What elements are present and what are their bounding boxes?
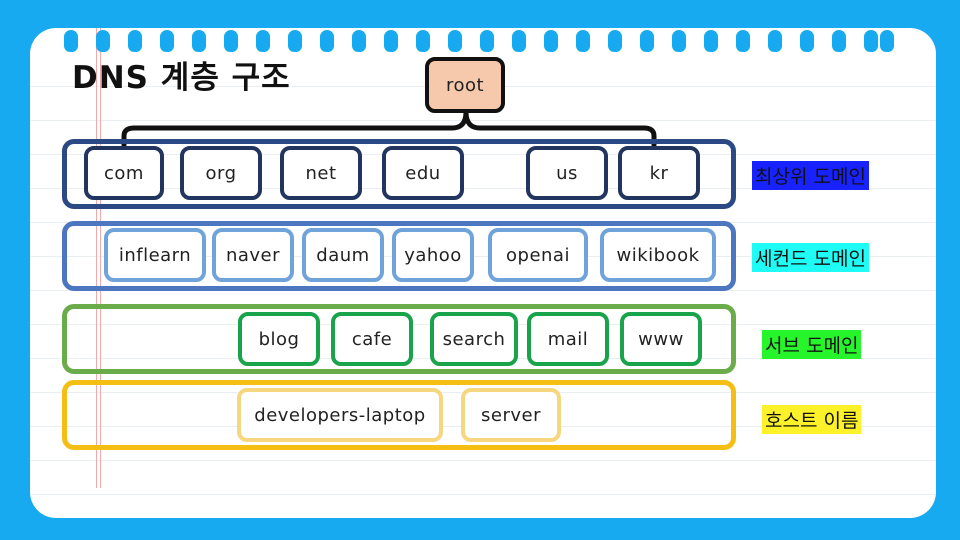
root-node: root	[425, 57, 505, 113]
sub-node-blog: blog	[238, 312, 320, 366]
sld-node-openai: openai	[488, 228, 588, 282]
tld-node-com: com	[84, 146, 164, 200]
host-node-developers-laptop: developers-laptop	[237, 388, 443, 442]
sld-node-naver: naver	[212, 228, 294, 282]
tld-level-band	[62, 139, 736, 209]
sub-node-search: search	[430, 312, 518, 366]
sld-node-yahoo: yahoo	[392, 228, 474, 282]
tld-node-net: net	[280, 146, 362, 200]
sld-level-label: 세컨드 도메인	[752, 243, 869, 272]
sub-node-www: www	[620, 312, 702, 366]
sub-node-cafe: cafe	[331, 312, 413, 366]
sld-node-wikibook: wikibook	[600, 228, 716, 282]
host-level-label: 호스트 이름	[762, 405, 862, 434]
page-title: DNS 계층 구조	[72, 60, 291, 96]
binder-holes	[0, 28, 960, 54]
host-node-server: server	[461, 388, 561, 442]
tld-node-edu: edu	[382, 146, 464, 200]
tld-node-kr: kr	[618, 146, 700, 200]
margin-line	[96, 28, 101, 488]
tld-level-label: 최상위 도메인	[752, 161, 869, 190]
subdomain-level-band	[62, 304, 736, 374]
tld-node-us: us	[526, 146, 608, 200]
sub-node-mail: mail	[527, 312, 609, 366]
sld-node-daum: daum	[302, 228, 384, 282]
subdomain-level-label: 서브 도메인	[762, 330, 862, 359]
sld-node-inflearn: inflearn	[104, 228, 206, 282]
sld-level-band	[62, 221, 736, 291]
host-level-band	[62, 380, 736, 450]
tld-node-org: org	[180, 146, 262, 200]
